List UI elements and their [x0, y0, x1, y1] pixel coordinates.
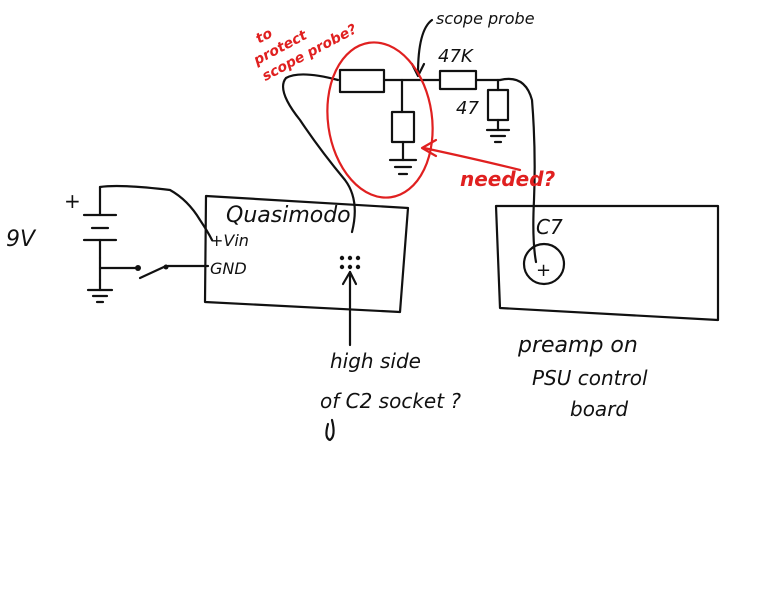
battery-ground-symbol — [86, 278, 114, 304]
needed-arrow-head — [420, 138, 438, 158]
quasimodo-module — [203, 194, 410, 314]
scribble-mark — [325, 418, 335, 442]
c7-plus-label: + — [536, 260, 551, 281]
battery-symbol — [82, 185, 118, 282]
high-side-label-2: of C2 socket ? — [320, 389, 461, 413]
resistor-47k — [438, 69, 478, 91]
protect-resistor-shunt — [390, 110, 416, 144]
quasimodo-title: Quasimodo — [226, 203, 351, 228]
protect-resistor-series — [338, 68, 386, 94]
scope-probe-label: scope probe — [436, 9, 535, 28]
protect-note-1: to — [253, 25, 275, 47]
protect-note: to protect scope probe? — [250, 21, 359, 84]
preamp-caption-2: PSU control — [532, 366, 648, 390]
needed-arrow-line — [422, 146, 522, 172]
protect-ground-symbol — [388, 158, 418, 176]
c7-label: C7 — [536, 215, 563, 239]
protect-circle-highlight — [326, 41, 434, 199]
c2-socket-dots — [339, 255, 361, 270]
gnd-pin-label: GND — [210, 259, 247, 278]
vin-wire — [98, 184, 214, 242]
c7-capacitor — [522, 242, 566, 286]
c2-arrow-head — [341, 270, 358, 286]
power-switch — [98, 264, 210, 280]
battery-plus-label: + — [64, 189, 81, 213]
r47-ground-symbol — [485, 128, 511, 144]
r47-label: 47 — [456, 98, 479, 119]
high-side-label-1: high side — [330, 349, 421, 373]
r47k-label: 47K — [438, 46, 474, 67]
vin-pin-label: +Vin — [210, 231, 249, 250]
preamp-board — [494, 204, 720, 322]
battery-voltage-label: 9V — [6, 227, 37, 252]
preamp-signal-wire — [498, 77, 538, 264]
preamp-caption-3: board — [570, 397, 628, 421]
scope-probe-arrow-line — [416, 18, 434, 76]
preamp-caption-1: preamp on — [517, 333, 638, 358]
resistor-47 — [486, 88, 510, 122]
probe-input-wire — [282, 73, 356, 234]
needed-label: needed? — [460, 167, 556, 191]
